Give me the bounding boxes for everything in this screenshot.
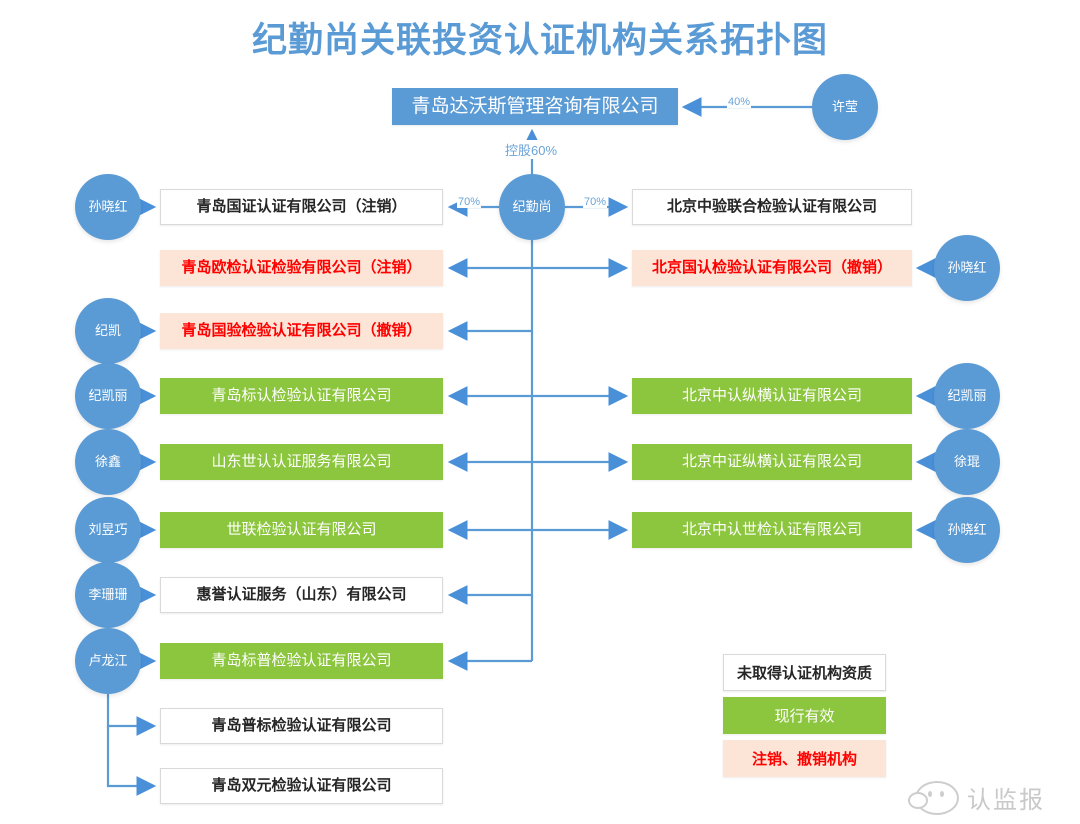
edge-label-center-left-pct: 70% (457, 196, 482, 208)
company-box-right-0[interactable]: 北京中验联合检验认证有限公司 (632, 189, 912, 225)
person-circle-left-2[interactable]: 纪凯 (75, 298, 141, 364)
company-box-left-2[interactable]: 青岛国验检验认证有限公司（撤销） (160, 313, 443, 349)
watermark: 认监报 (908, 780, 1045, 815)
person-circle-left-7[interactable]: 卢龙江 (75, 628, 141, 694)
edge-label-top-pct: 40% (727, 96, 752, 108)
company-box-left-sub-0[interactable]: 青岛普标检验认证有限公司 (160, 708, 443, 744)
company-box-top[interactable]: 青岛达沃斯管理咨询有限公司 (392, 88, 678, 125)
person-circle-center[interactable]: 纪勤尚 (499, 174, 565, 240)
edge-label-center-right-pct: 70% (583, 196, 608, 208)
person-circle-right-4[interactable]: 孙晓红 (934, 497, 1000, 563)
company-box-right-1[interactable]: 北京国认检验认证有限公司（撤销） (632, 250, 912, 286)
person-circle-top-shareholder[interactable]: 许莹 (812, 74, 878, 140)
person-circle-right-3[interactable]: 徐琨 (934, 429, 1000, 495)
legend-item-active: 现行有效 (723, 697, 886, 734)
person-circle-right-1[interactable]: 孙晓红 (934, 235, 1000, 301)
person-circle-left-0[interactable]: 孙晓红 (75, 174, 141, 240)
person-circle-left-3[interactable]: 纪凯丽 (75, 363, 141, 429)
company-box-left-6[interactable]: 惠誉认证服务（山东）有限公司 (160, 577, 443, 613)
person-circle-left-5[interactable]: 刘昱巧 (75, 497, 141, 563)
company-box-right-4[interactable]: 北京中认世检认证有限公司 (632, 512, 912, 548)
company-box-left-0[interactable]: 青岛国证认证有限公司（注销） (160, 189, 443, 225)
company-box-right-3[interactable]: 北京中证纵横认证有限公司 (632, 444, 912, 480)
legend-item-no-qualification: 未取得认证机构资质 (723, 654, 886, 691)
page-title: 纪勤尚关联投资认证机构关系拓扑图 (251, 21, 828, 60)
edge-label-control: 控股60% (504, 140, 559, 159)
company-box-right-2[interactable]: 北京中认纵横认证有限公司 (632, 378, 912, 414)
company-box-left-sub-1[interactable]: 青岛双元检验认证有限公司 (160, 768, 443, 804)
company-box-left-3[interactable]: 青岛标认检验认证有限公司 (160, 378, 443, 414)
legend-item-revoked: 注销、撤销机构 (723, 740, 886, 777)
company-box-left-5[interactable]: 世联检验认证有限公司 (160, 512, 443, 548)
wechat-bubble-icon (908, 780, 959, 815)
company-box-left-1[interactable]: 青岛欧检认证检验有限公司（注销） (160, 250, 443, 286)
person-circle-right-2[interactable]: 纪凯丽 (934, 363, 1000, 429)
company-box-left-4[interactable]: 山东世认认证服务有限公司 (160, 444, 443, 480)
person-circle-left-6[interactable]: 李珊珊 (75, 562, 141, 628)
person-circle-left-4[interactable]: 徐鑫 (75, 429, 141, 495)
watermark-label: 认监报 (967, 787, 1045, 814)
company-box-left-7[interactable]: 青岛标普检验认证有限公司 (160, 643, 443, 679)
